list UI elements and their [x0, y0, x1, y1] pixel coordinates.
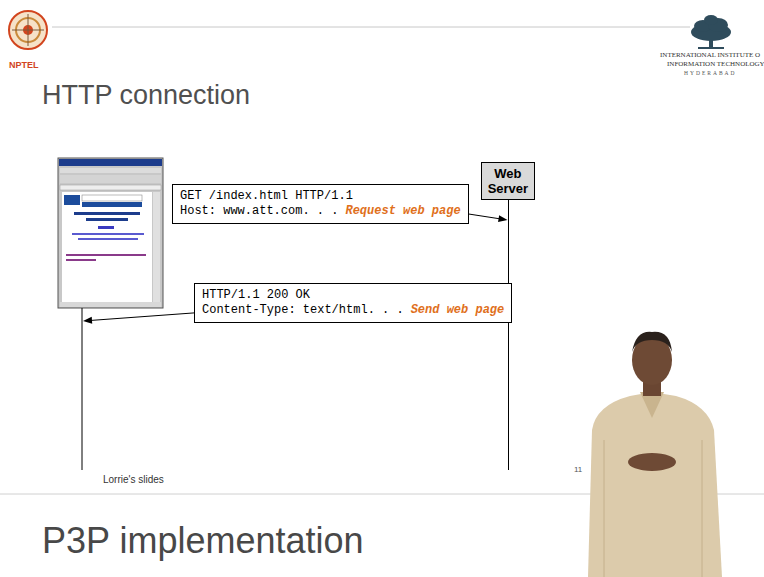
message-action: Request web page — [345, 204, 460, 218]
message-text: . . . — [302, 204, 338, 218]
slide-number: 11 — [574, 465, 582, 474]
next-slide-title: P3P implementation — [42, 520, 364, 562]
message-action: Send web page — [411, 303, 505, 317]
message-text: Content-Type: text/html — [202, 303, 368, 317]
message-text: HTTP/1.1 200 OK — [202, 288, 310, 302]
request-message-box: GET /index.html HTTP/1.1Host: www.att.co… — [172, 184, 469, 224]
arrowhead — [498, 215, 507, 222]
server-lifeline — [508, 200, 509, 470]
slide-title: HTTP connection — [42, 80, 250, 111]
nptel-wordmark: NPTEL — [9, 60, 39, 70]
message-line: Content-Type: text/html. . . Send web pag… — [202, 303, 504, 318]
response-message-box: HTTP/1.1 200 OKContent-Type: text/html. … — [194, 283, 512, 323]
message-line: HTTP/1.1 200 OK — [202, 288, 504, 303]
nptel-logo — [9, 11, 47, 49]
message-line: GET /index.html HTTP/1.1 — [180, 189, 461, 204]
node-label: Web Server — [488, 166, 528, 196]
web-server-box: Web Server — [481, 162, 535, 200]
presenter-photo — [588, 332, 722, 577]
browser-lifeline — [82, 308, 83, 470]
institute-city: HYDERABAD — [684, 70, 737, 76]
institute-name: INFORMATION TECHNOLOGY — [667, 60, 764, 68]
request-arrow — [469, 214, 501, 219]
message-text: . . . — [368, 303, 404, 317]
message-text: Host: www.att.com — [180, 204, 302, 218]
message-text: GET /index.html HTTP/1.1 — [180, 189, 353, 203]
arrowhead — [83, 317, 92, 324]
source-note: Lorrie's slides — [103, 474, 164, 485]
message-line: Host: www.att.com. . . Request web page — [180, 204, 461, 219]
iiit-tree-logo — [691, 15, 731, 49]
browser-screenshot — [58, 158, 163, 308]
institute-name: INTERNATIONAL INSTITUTE O — [660, 51, 760, 59]
header-rule — [52, 27, 690, 28]
